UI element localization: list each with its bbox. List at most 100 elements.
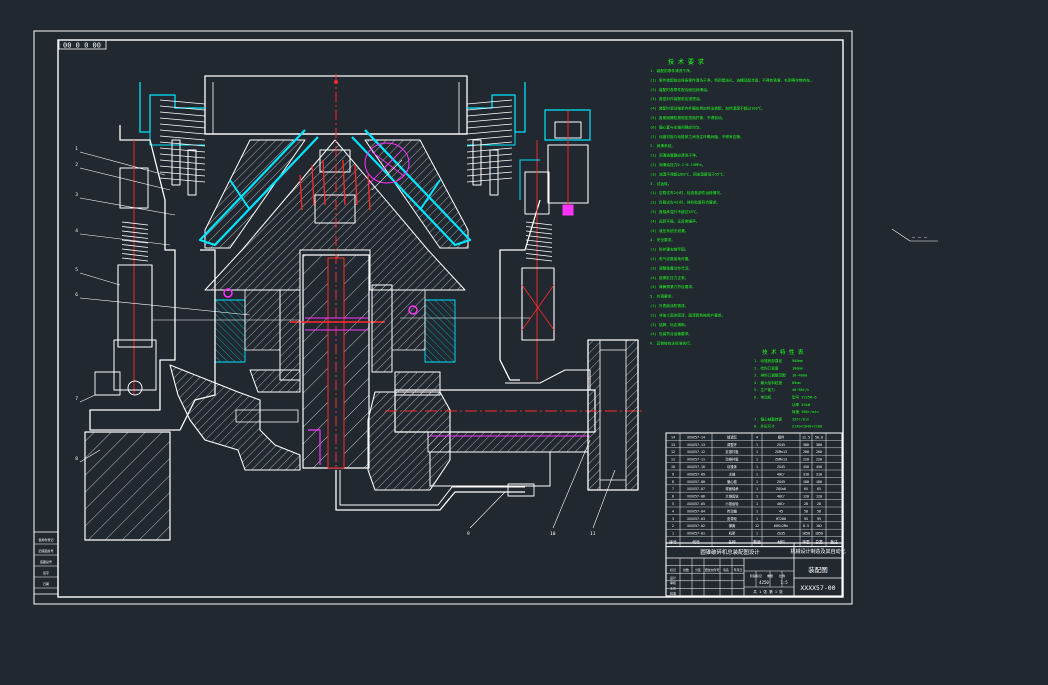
title-stage-label: 重量	[767, 573, 773, 578]
tech-spec-value: 型号 Y225M-6	[792, 395, 817, 400]
parts-list-cell: 机架	[729, 531, 736, 536]
parts-list-cell: 大锥齿轮	[725, 494, 739, 499]
title-role-label: 批准	[670, 591, 676, 596]
parts-list-cell: 偏心套	[727, 479, 738, 484]
parts-list-cell: 310	[803, 472, 809, 476]
title-row-label: 处数	[683, 567, 689, 572]
parts-list-cell: 40Cr	[777, 472, 785, 476]
parts-list-header: 名称	[728, 540, 736, 545]
parts-list-cell: 60Si2Mn	[774, 524, 788, 528]
balloon-number: 2	[75, 162, 78, 168]
tech-spec-value: 2140×1640×2100	[792, 425, 822, 429]
parts-list-cell: 65	[817, 487, 821, 491]
parts-list-cell: XXXX57-06	[687, 495, 705, 499]
tech-req-line: (2) 润滑油压力0.1~0.15MPa。	[650, 162, 705, 167]
parts-list-cell: 58	[804, 509, 808, 513]
parts-list-cell: 28	[804, 502, 808, 506]
ring-bolts	[171, 139, 499, 196]
parts-list-cell: 450	[803, 465, 809, 469]
tech-req-line: (4) 装配时滚动轴承内外圈应用加热法装配，加热温度不超过100℃。	[650, 106, 765, 111]
parts-list-cell: 4	[756, 435, 758, 439]
parts-list-cell: 310	[816, 472, 822, 476]
tech-req-line: (2) 装配时各零件配合面加润滑油。	[650, 87, 711, 92]
right-tramp-release-assembly	[521, 140, 555, 380]
tech-req-line: (3) 各轴承温升不超过35℃。	[650, 209, 700, 214]
tech-req-line: (1) 防护罩安装牢固。	[650, 247, 688, 252]
balloon-number: 7	[75, 396, 78, 402]
parts-list-cell: 450	[816, 465, 822, 469]
parts-list-cell: 1	[756, 509, 758, 513]
balloon-number: 9	[467, 531, 470, 537]
title-stage-label: 比例	[779, 573, 785, 578]
tech-spec-label: 4. 最大给料粒度	[754, 380, 782, 385]
parts-list-cell: 260	[803, 450, 809, 454]
tech-req-line: (3) 油温不得超过60℃，回油温度低于55℃。	[650, 171, 727, 176]
drawing-number: XXXX57-00	[800, 584, 835, 592]
tech-spec-value: 40~80t/h	[792, 388, 809, 392]
parts-list-cell: 5	[672, 502, 674, 506]
tech-spec-label: 5. 生产能力	[754, 387, 775, 392]
title-block: 圆锥破碎机总装配图设计 机械设计制造及其自动化 装配图 XXXX57-00 42…	[665, 542, 846, 597]
stray-annotation: — — —	[891, 228, 938, 242]
parts-list-cell: 120	[803, 495, 809, 499]
tech-req-line: (3) 各密封件装配前应浸透油。	[650, 96, 703, 101]
hydraulic-lock-cylinder	[519, 109, 591, 216]
parts-list-cell: 8.5	[803, 524, 809, 528]
parts-list-cell: XXXX57-09	[687, 472, 705, 476]
outer-sheet-frame	[33, 30, 853, 605]
parts-list-cell: 动锥体	[727, 464, 738, 469]
parts-list-cell: ZG45	[777, 443, 785, 447]
parts-list-cell: 102	[816, 524, 822, 528]
parts-list-cell: 220	[803, 458, 809, 462]
parts-list-cell: 1	[756, 480, 758, 484]
tech-req-line: (2) 非加工面涂底漆，面漆颜色按用户要求。	[650, 312, 725, 317]
tech-req-line: (2) 电气设备接地可靠。	[650, 256, 692, 261]
balloon-number: 3	[75, 192, 78, 198]
tech-req-title: 技 术 要 求	[668, 58, 704, 66]
eccentric-bushing-right	[371, 284, 393, 373]
parts-list-cell: XXXX57-05	[687, 502, 705, 506]
crusher-cross-section	[84, 74, 645, 541]
parts-list-cell: 40Cr	[777, 495, 785, 499]
parts-list-cell: ZGMn13	[775, 450, 787, 454]
parts-list-cell: 380	[803, 443, 809, 447]
parts-list-cell: 球面轴承	[725, 486, 739, 491]
tech-spec-value: 100mm	[792, 366, 803, 370]
parts-list-cell: 皮带轮	[727, 516, 738, 521]
parts-list-cell: HT200	[776, 517, 786, 521]
parts-list-cell: 58	[817, 509, 821, 513]
parts-list-cell: 10	[671, 465, 675, 469]
parts-list-cell: 14	[671, 435, 675, 439]
socket-liner-left	[214, 299, 246, 363]
title-stage-label: 阶段标记	[750, 573, 762, 578]
tech-spec-label: 6. 电动机	[754, 395, 772, 400]
parts-list-cell: XXXX57-11	[687, 458, 705, 462]
parts-list-cell: 小锥齿轮	[725, 501, 739, 506]
parts-list-cell: 95	[804, 517, 808, 521]
parts-list-cell: 定锥衬板	[725, 449, 739, 454]
socket-detail-circle	[364, 142, 410, 184]
mantle-liner-right	[351, 129, 472, 247]
parts-list-cell: 95	[817, 517, 821, 521]
parts-list-cell: XXXX57-14	[687, 435, 705, 439]
tech-spec-label: 7. 偏心轴套转速	[754, 416, 782, 421]
tech-spec-value: 900mm	[792, 359, 803, 363]
tech-req-line: 3. 试运转。	[650, 181, 671, 186]
balloon-number: 6	[75, 292, 78, 298]
parts-list-cell: 380	[816, 443, 822, 447]
parts-list-cell: 12.5	[802, 435, 810, 439]
adjustment-cap-right	[467, 82, 526, 133]
parts-list-cell: 13	[671, 443, 675, 447]
frame-lower-casting	[169, 364, 301, 471]
left-strip-label: 日期	[43, 581, 49, 586]
parts-list-header: 序号	[669, 540, 677, 545]
tech-req-line: (6) 偏心套与主轴间隙应均匀。	[650, 124, 703, 129]
tech-spec-value: 功率 55kW	[792, 402, 811, 407]
left-strip-label: 借用件登记	[38, 537, 53, 542]
tech-req-line: (5) 各紧固螺栓按规定扭矩拧紧，不得松动。	[650, 115, 725, 120]
parts-list-cell: 9	[672, 472, 674, 476]
balloon-number: 5	[75, 267, 78, 273]
parts-list-cell: XXXX57-13	[687, 443, 705, 447]
